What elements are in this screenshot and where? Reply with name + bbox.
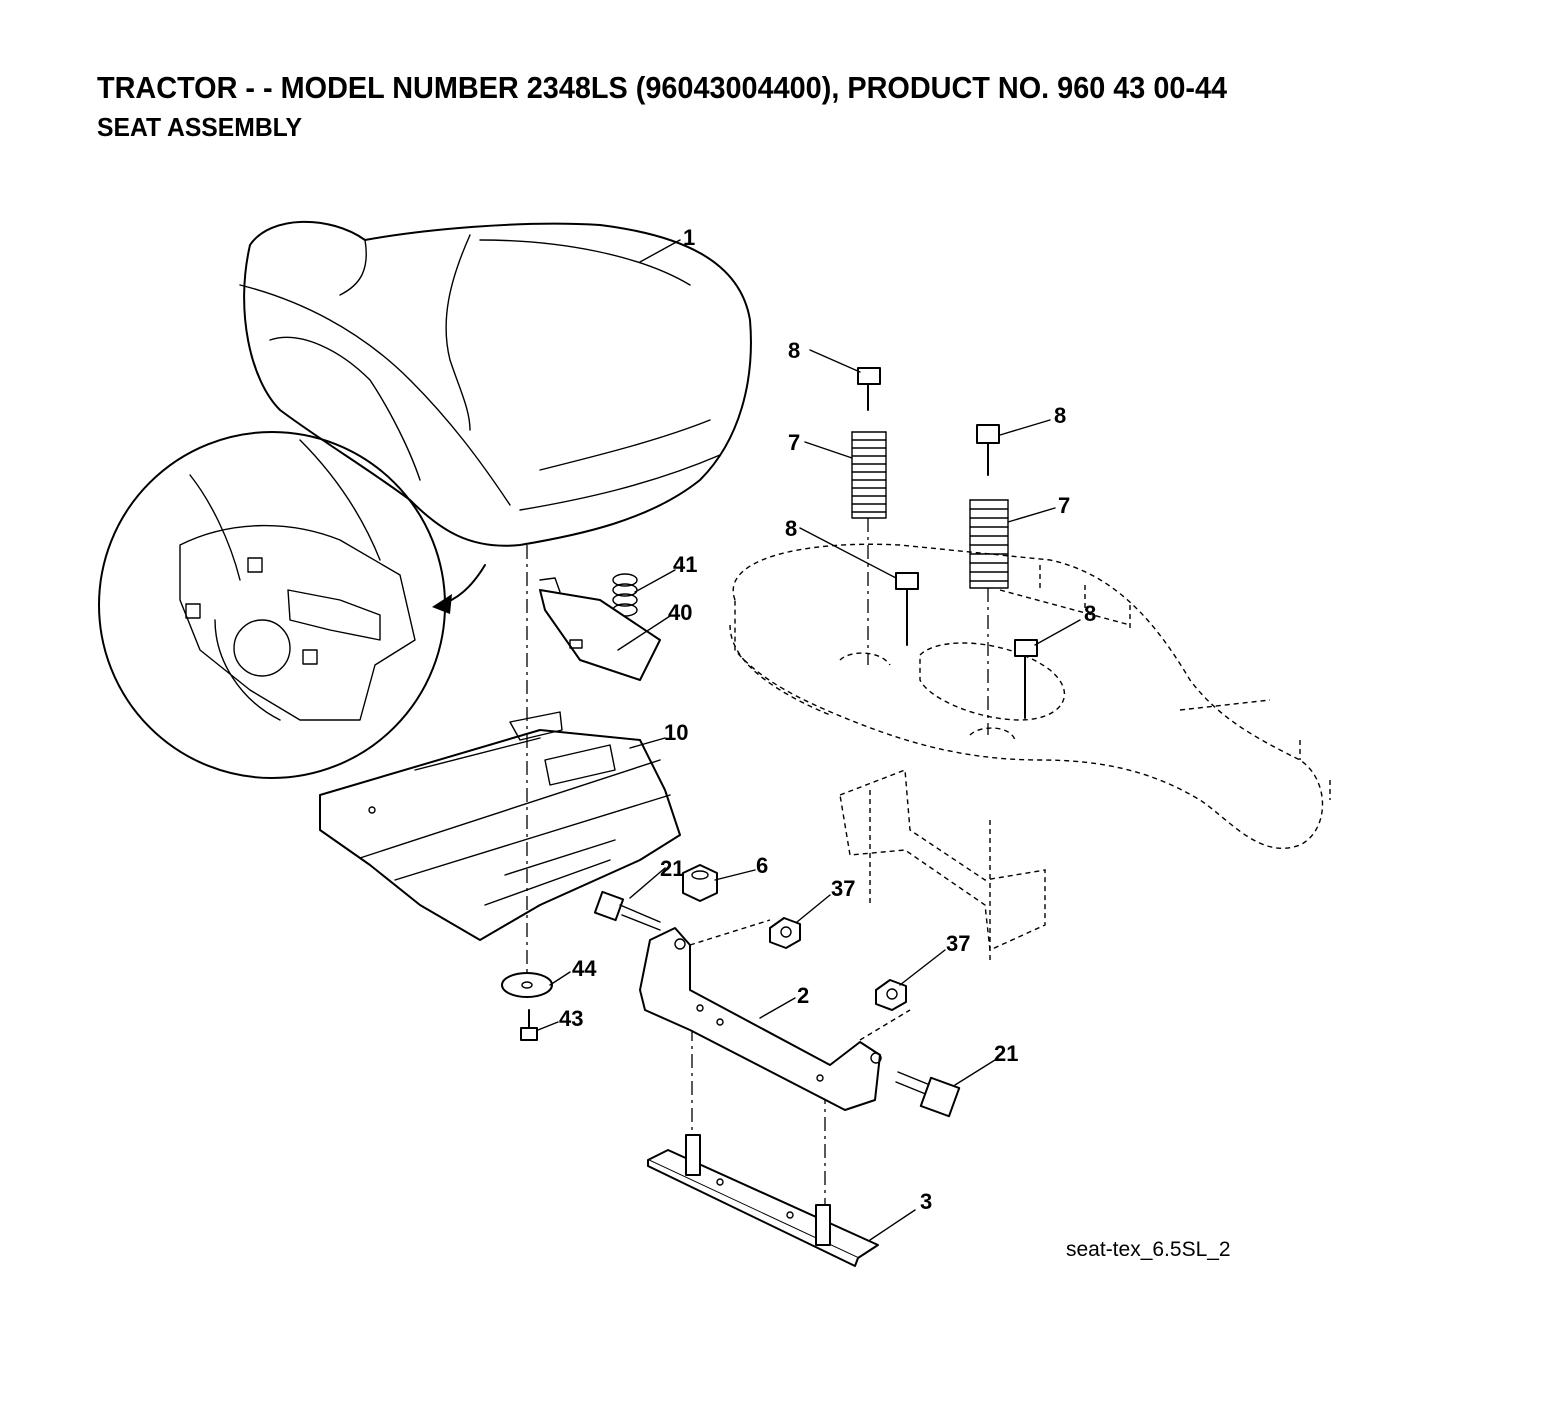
seat-pan	[319, 711, 681, 941]
bolt-43	[520, 1009, 538, 1041]
detail-inset	[98, 431, 486, 779]
callout-37: 37	[946, 931, 970, 956]
callout-8: 8	[1054, 403, 1066, 428]
callout-8: 8	[785, 516, 797, 541]
seat	[239, 220, 752, 547]
bracket-2	[639, 919, 911, 1111]
leader-lines	[537, 239, 1081, 1241]
callout-3: 3	[920, 1189, 932, 1214]
callout-8: 8	[788, 338, 800, 363]
callout-8: 8	[1084, 601, 1096, 626]
page-title: TRACTOR - - MODEL NUMBER 2348LS (9604300…	[97, 70, 1228, 105]
nut-37a	[769, 917, 801, 949]
tractor-frame-outline	[729, 543, 1331, 960]
latch-40	[539, 577, 661, 681]
bolt-21b	[895, 1071, 961, 1118]
callout-37: 37	[831, 876, 855, 901]
callout-41: 41	[673, 552, 697, 577]
callout-2: 2	[797, 983, 809, 1008]
callout-44: 44	[572, 956, 597, 981]
figure-id: seat-tex_6.5SL_2	[1066, 1238, 1231, 1261]
bolt-8a	[857, 367, 881, 411]
bolt-8d	[1014, 639, 1038, 719]
spring-7a	[851, 431, 887, 519]
callout-21: 21	[660, 856, 684, 881]
callout-6: 6	[756, 853, 768, 878]
washer-44	[501, 972, 553, 998]
nut-37b	[875, 979, 907, 1011]
page-subtitle: SEAT ASSEMBLY	[97, 112, 302, 142]
callout-21: 21	[994, 1041, 1018, 1066]
callout-43: 43	[559, 1006, 583, 1031]
callout-1: 1	[683, 225, 695, 250]
callout-7: 7	[1058, 493, 1070, 518]
spring-41	[612, 573, 638, 617]
nut-6	[682, 864, 718, 902]
bolt-8b	[976, 424, 1000, 476]
bolt-21a	[593, 890, 661, 931]
bolt-8c	[895, 572, 919, 646]
callout-40: 40	[668, 600, 692, 625]
plate-3	[647, 1134, 879, 1267]
spring-7b	[969, 499, 1009, 589]
callout-10: 10	[664, 720, 688, 745]
callout-7: 7	[788, 430, 800, 455]
